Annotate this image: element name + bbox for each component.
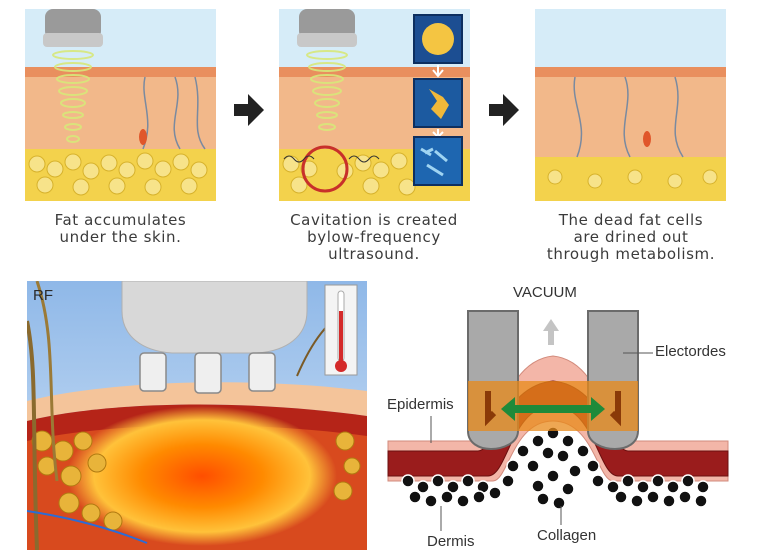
cell-stage-icons	[413, 14, 463, 186]
thermometer-icon	[324, 284, 358, 376]
vacuum-arrow-icon	[543, 319, 559, 345]
vacuum-rf-diagram	[387, 310, 729, 510]
step-panel-1	[25, 9, 216, 201]
dermis-label: Dermis	[427, 533, 475, 550]
collagen-label: Collagen	[537, 527, 597, 544]
rf-heating-illustration	[27, 281, 367, 550]
step-caption-1: Fat accumulates under the skin.	[54, 211, 187, 246]
rf-label: RF	[33, 287, 53, 304]
step-panel-3	[535, 9, 726, 201]
electrodes-label: Electordes	[655, 343, 726, 360]
cavitation-illustration	[279, 9, 470, 201]
epidermis-label: Epidermis	[387, 396, 454, 413]
vacuum-diagram: VACUUM Electordes Epidermis Dermis Colla…	[383, 281, 766, 558]
arrow-right-icon-2	[489, 94, 519, 131]
step-panel-2	[279, 9, 470, 201]
fat-accumulation-illustration	[25, 9, 216, 201]
arrow-right-icon-1	[234, 94, 264, 131]
metabolism-illustration	[535, 9, 726, 201]
step-caption-3: The dead fat cells are drined out throug…	[546, 211, 716, 263]
rf-current-arrow-icon	[501, 397, 605, 421]
rf-panel: RF	[27, 281, 367, 550]
leader-lines	[430, 352, 653, 531]
step-caption-2: Cavitation is created bylow-frequency ul…	[290, 211, 458, 263]
vacuum-label: VACUUM	[513, 284, 577, 301]
